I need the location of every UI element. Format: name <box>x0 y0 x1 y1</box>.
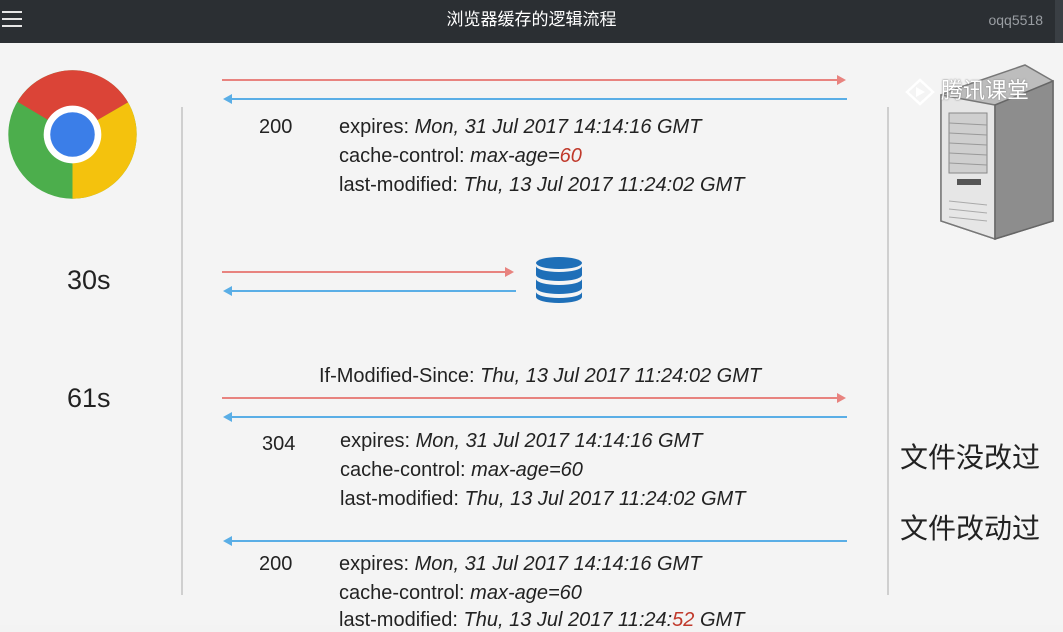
server-timeline <box>887 107 889 595</box>
header-last-modified-4: last-modified: Thu, 13 Jul 2017 11:24:52… <box>339 609 745 631</box>
label-file-unchanged: 文件没改过 <box>900 441 1041 474</box>
browser-timeline <box>181 107 183 595</box>
chrome-icon <box>8 70 137 199</box>
top-bar: 浏览器缓存的逻辑流程 oqq5518 <box>0 0 1063 43</box>
response-arrow-3 <box>223 412 847 422</box>
response-arrow-4 <box>223 536 847 546</box>
server-icon <box>940 64 1054 241</box>
header-cache-control-4: cache-control: max-age=60 <box>339 582 582 604</box>
request-header-if-modified-since: If-Modified-Since: Thu, 13 Jul 2017 11:2… <box>319 365 762 387</box>
header-cache-control-3: cache-control: max-age=60 <box>340 459 583 481</box>
time-61s: 61s <box>67 383 111 413</box>
status-code-1: 200 <box>259 116 293 138</box>
header-expires-3: expires: Mon, 31 Jul 2017 14:14:16 GMT <box>340 430 703 452</box>
tencent-classroom-icon <box>905 78 935 106</box>
header-expires-4: expires: Mon, 31 Jul 2017 14:14:16 GMT <box>339 553 702 575</box>
time-30s: 30s <box>67 265 111 295</box>
database-icon <box>536 257 582 303</box>
user-name[interactable]: oqq5518 <box>988 12 1043 28</box>
watermark-text: 腾讯课堂 <box>941 79 1030 104</box>
label-file-changed: 文件改动过 <box>900 512 1041 545</box>
header-last-modified-1: last-modified: Thu, 13 Jul 2017 11:24:02… <box>339 174 745 196</box>
slide: 腾讯课堂 200 expires: Mon, 31 Jul 2017 14:14… <box>0 43 1063 631</box>
request-arrow-2 <box>222 267 514 277</box>
status-code-4: 200 <box>259 553 293 575</box>
request-arrow-3 <box>222 393 846 403</box>
request-arrow-1 <box>222 75 846 85</box>
response-arrow-1 <box>223 94 847 104</box>
page-title: 浏览器缓存的逻辑流程 <box>446 10 617 30</box>
header-cache-control-1: cache-control: max-age=60 <box>339 145 582 167</box>
response-arrow-2 <box>223 286 516 296</box>
hamburger-menu-icon[interactable] <box>2 11 22 28</box>
tencent-classroom-watermark: 腾讯课堂 <box>903 73 1029 106</box>
header-expires-1: expires: Mon, 31 Jul 2017 14:14:16 GMT <box>339 116 702 138</box>
status-code-3: 304 <box>262 433 296 455</box>
header-last-modified-3: last-modified: Thu, 13 Jul 2017 11:24:02… <box>340 488 746 510</box>
scrollbar[interactable] <box>1055 0 1063 43</box>
